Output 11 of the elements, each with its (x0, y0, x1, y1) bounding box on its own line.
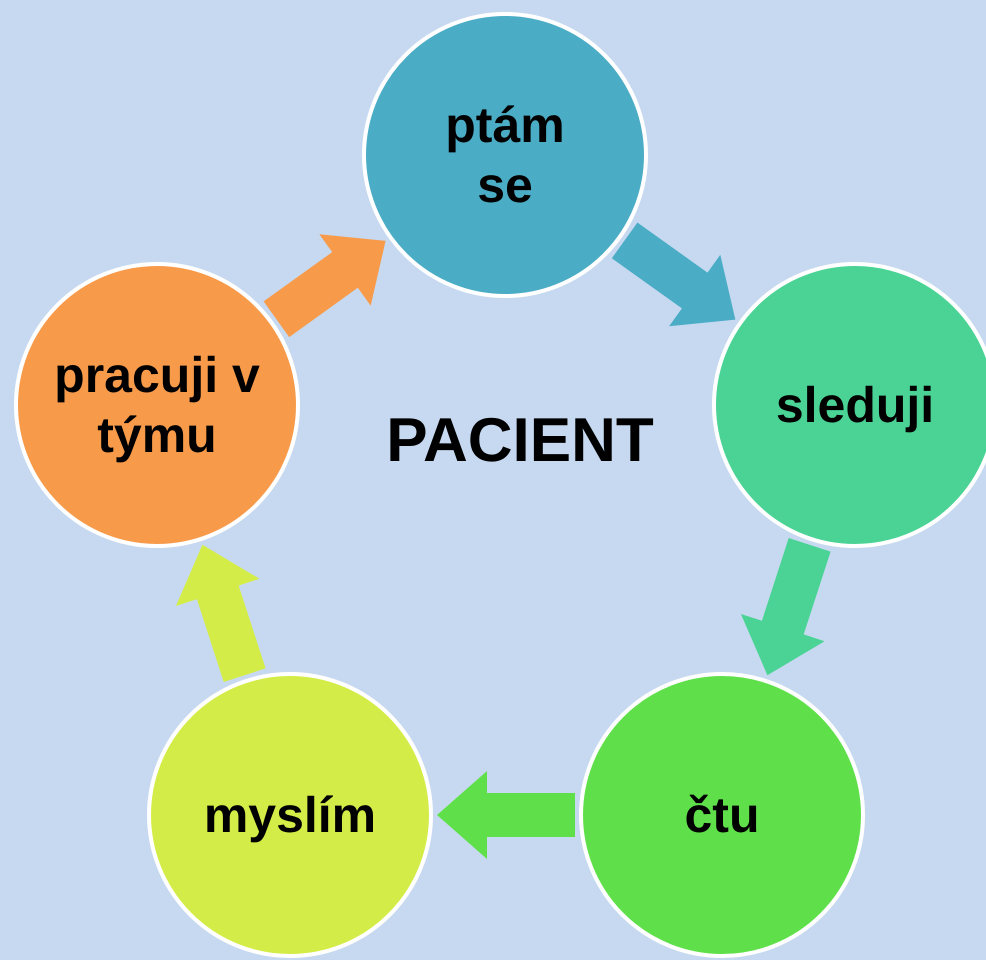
step-label: pracuji v týmu (53, 346, 261, 465)
step-label: ptám se (444, 96, 566, 215)
block-arrow (264, 234, 386, 338)
step-label: sleduji (774, 376, 936, 435)
step-label: myslím (202, 786, 378, 845)
block-arrow (740, 538, 831, 676)
block-arrow (176, 544, 266, 682)
step-label: čtu (684, 786, 760, 845)
block-arrow (612, 222, 736, 326)
block-arrow (437, 771, 575, 859)
center-label: PACIENT (385, 405, 655, 476)
